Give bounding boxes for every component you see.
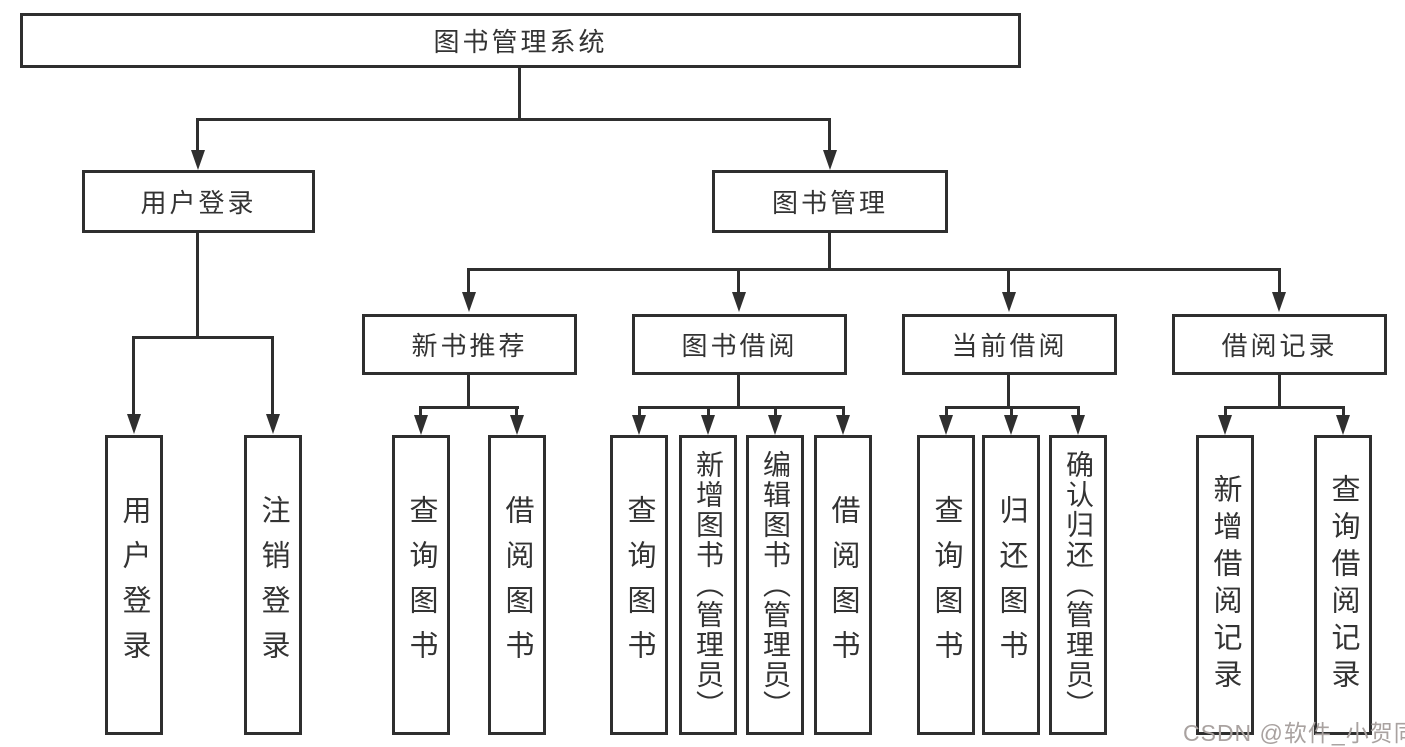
node-label: 借阅记录 [1221,331,1338,361]
leaf-user-login: 用户登录 [105,435,163,735]
connector-line [707,406,710,418]
node-library-management-system: 图书管理系统 [20,13,1021,68]
connector-line [467,375,470,409]
leaf-borrow-books-recommend: 借阅图书 [488,435,546,735]
leaf-label: 归还图书 [995,495,1027,675]
connector-line [515,406,518,418]
arrow-down-icon [768,415,782,435]
arrow-down-icon [266,414,280,434]
leaf-query-books-borrowing: 查询图书 [610,435,668,735]
leaf-borrow-books: 借阅图书 [814,435,872,735]
connector-line [1007,375,1010,409]
leaf-query-books-recommend: 查询图书 [392,435,450,735]
connector-line [1278,375,1281,409]
node-current-borrowing: 当前借阅 [902,314,1117,375]
connector-line [196,118,199,152]
connector-line [467,268,470,294]
leaf-label: 编辑图书（管理员） [760,450,791,720]
leaf-query-borrow-record: 查询借阅记录 [1314,435,1372,735]
connector-line [828,118,831,152]
connector-line [419,406,422,418]
arrow-down-icon [1272,292,1286,312]
arrow-down-icon [127,414,141,434]
leaf-label: 借阅图书 [501,495,533,675]
connector-line [638,406,845,409]
leaf-label: 用户登录 [118,495,150,675]
leaf-label: 新增图书（管理员） [693,450,724,720]
arrow-down-icon [1002,292,1016,312]
connector-line [1224,406,1344,409]
arrow-down-icon [939,415,953,435]
connector-line [132,336,274,339]
leaf-label: 借阅图书 [827,495,859,675]
watermark: CSDN @软件_小贺同学 [1183,720,1405,746]
connector-line [132,336,135,416]
arrow-down-icon [836,415,850,435]
node-label: 图书管理系统 [433,27,608,57]
connector-line [1224,406,1227,418]
connector-line [196,233,199,338]
connector-line [1010,406,1013,418]
leaf-edit-book-admin: 编辑图书（管理员） [746,435,804,735]
arrow-down-icon [732,292,746,312]
arrow-down-icon [414,415,428,435]
connector-line [737,268,740,294]
connector-line [842,406,845,418]
leaf-label: 确认归还（管理员） [1063,450,1094,720]
leaf-add-borrow-record: 新增借阅记录 [1196,435,1254,735]
arrow-down-icon [1218,415,1232,435]
node-label: 图书管理 [771,188,888,218]
leaf-query-books-current: 查询图书 [917,435,975,735]
arrow-down-icon [510,415,524,435]
leaf-label: 查询图书 [405,495,437,675]
arrow-down-icon [1004,415,1018,435]
leaf-label: 新增借阅记录 [1209,474,1241,696]
arrow-down-icon [701,415,715,435]
node-borrowing-records: 借阅记录 [1172,314,1387,375]
arrow-down-icon [823,150,837,170]
connector-line [945,406,948,418]
node-label: 用户登录 [140,188,257,218]
node-label: 图书借阅 [681,331,798,361]
arrow-down-icon [632,415,646,435]
connector-line [196,118,831,121]
connector-line [774,406,777,418]
connector-line [467,268,1281,271]
connector-line [518,66,521,120]
connector-line [828,233,831,270]
arrow-down-icon [191,150,205,170]
node-user-login: 用户登录 [82,170,315,233]
connector-line [419,406,519,409]
leaf-label: 查询图书 [623,495,655,675]
connector-line [1007,268,1010,294]
connector-line [1278,268,1281,294]
node-label: 当前借阅 [951,331,1068,361]
arrow-down-icon [1336,415,1350,435]
connector-line [638,406,641,418]
node-book-management: 图书管理 [712,170,948,233]
node-new-book-recommendation: 新书推荐 [362,314,577,375]
connector-line [1077,406,1080,418]
connector-line [737,375,740,409]
leaf-label: 查询图书 [930,495,962,675]
leaf-logout: 注销登录 [244,435,302,735]
arrow-down-icon [462,292,476,312]
node-label: 新书推荐 [411,331,528,361]
leaf-add-book-admin: 新增图书（管理员） [679,435,737,735]
leaf-label: 注销登录 [257,495,289,675]
connector-line [1342,406,1345,418]
node-book-borrowing: 图书借阅 [632,314,847,375]
leaf-return-books: 归还图书 [982,435,1040,735]
connector-line [271,336,274,416]
arrow-down-icon [1071,415,1085,435]
leaf-confirm-return-admin: 确认归还（管理员） [1049,435,1107,735]
leaf-label: 查询借阅记录 [1327,474,1359,696]
